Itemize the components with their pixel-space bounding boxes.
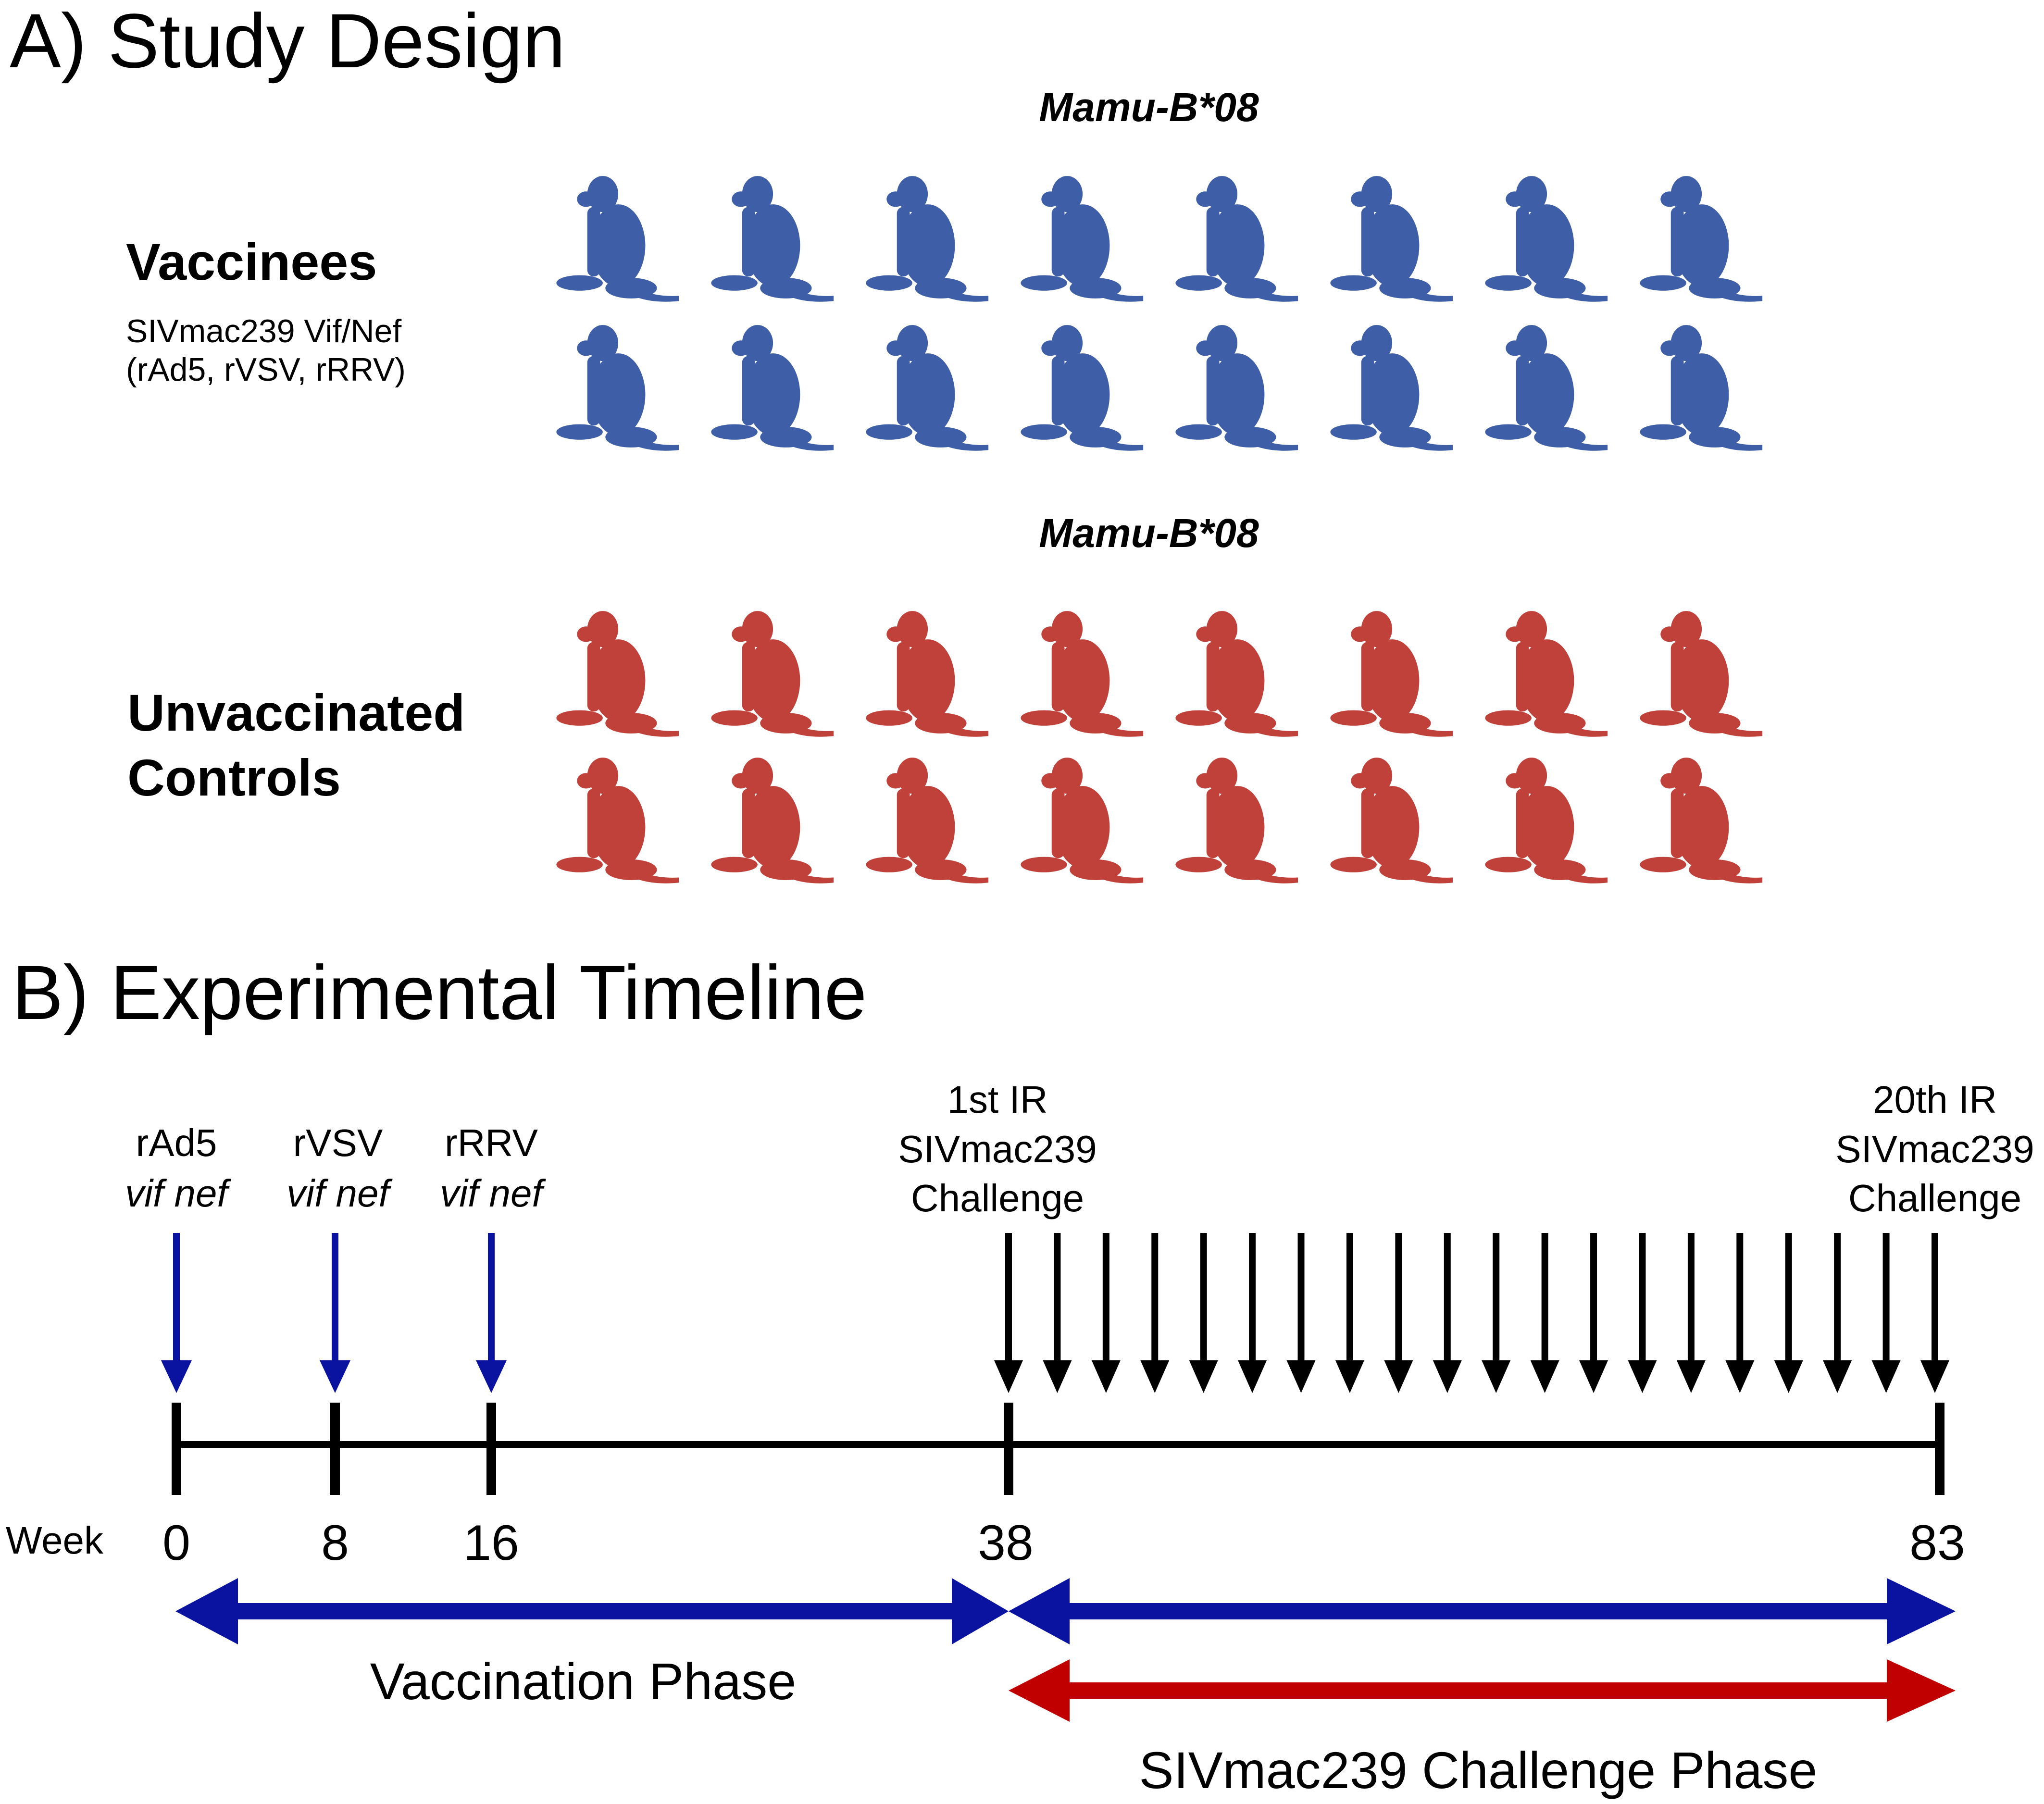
control-macaque-icon xyxy=(1640,611,1763,737)
vaccinees-title: Vaccinees xyxy=(126,233,377,291)
vaccinees-group: Mamu-B*08 Vaccinees SIVmac239 Vif/Nef (r… xyxy=(126,85,1763,451)
vaccinee-macaque-icon xyxy=(1485,176,1608,302)
vaccination-phase-label: Vaccination Phase xyxy=(370,1652,797,1710)
challenge-arrow-20 xyxy=(1920,1233,1949,1393)
control-macaque-icon xyxy=(1175,758,1298,883)
challenge-arrow-16 xyxy=(1725,1233,1755,1393)
last-challenge-line3: Challenge xyxy=(1848,1177,2021,1219)
vaccination-3-arrow xyxy=(476,1233,507,1393)
challenge-phase-red-arrow xyxy=(1009,1659,1956,1722)
challenge-arrow-18 xyxy=(1823,1233,1852,1393)
controls-allele-label: Mamu-B*08 xyxy=(1039,510,1259,556)
vaccinee-macaque-icon xyxy=(556,176,679,302)
vaccinee-macaque-icon xyxy=(866,176,989,302)
vaccinees-subtitle-line1: SIVmac239 Vif/Nef xyxy=(126,313,401,349)
control-macaque-icon xyxy=(711,758,834,883)
challenge-arrow-19 xyxy=(1871,1233,1901,1393)
challenge-phase-blue-arrow xyxy=(1009,1578,1956,1644)
first-challenge-line3: Challenge xyxy=(911,1177,1084,1219)
last-challenge-line1: 20th IR xyxy=(1873,1078,1997,1121)
vaccinee-macaque-icon xyxy=(1021,325,1144,451)
week-8-label: 8 xyxy=(321,1515,349,1571)
challenge-arrow-7 xyxy=(1286,1233,1316,1393)
challenge-arrow-1 xyxy=(994,1233,1023,1393)
control-macaque-icon xyxy=(866,611,989,737)
week-axis-label: Week xyxy=(6,1519,104,1562)
first-challenge-line1: 1st IR xyxy=(947,1078,1048,1121)
vaccination-3-genes: vif nef xyxy=(440,1172,546,1215)
control-macaque-icon xyxy=(1330,758,1453,883)
challenge-phase-label: SIVmac239 Challenge Phase xyxy=(1139,1741,1818,1799)
control-macaque-icon xyxy=(711,611,834,737)
vaccination-1-vector: rAd5 xyxy=(136,1121,217,1164)
challenge-arrow-3 xyxy=(1091,1233,1121,1393)
control-macaque-icon xyxy=(1175,611,1298,737)
challenge-arrows xyxy=(994,1233,1949,1393)
vaccinee-macaque-icon xyxy=(1330,176,1453,302)
vaccinees-subtitle-line2: (rAd5, rVSV, rRRV) xyxy=(126,351,406,388)
vaccinee-macaque-icon xyxy=(1640,325,1763,451)
vaccinee-macaque-icon xyxy=(1175,325,1298,451)
control-macaque-icon xyxy=(1640,758,1763,883)
control-macaque-icon xyxy=(1485,611,1608,737)
control-macaque-icon xyxy=(556,758,679,883)
controls-title-line1: Unvaccinated xyxy=(127,684,465,742)
challenge-arrow-10 xyxy=(1433,1233,1462,1393)
controls-group: Mamu-B*08 Unvaccinated Controls xyxy=(127,510,1763,883)
vaccinee-macaque-icon xyxy=(1175,176,1298,302)
vaccinee-macaque-icon xyxy=(1330,325,1453,451)
controls-title-line2: Controls xyxy=(127,748,341,807)
week-16-label: 16 xyxy=(463,1515,519,1571)
challenge-arrow-13 xyxy=(1579,1233,1608,1393)
control-macaque-icon xyxy=(1330,611,1453,737)
challenge-arrow-15 xyxy=(1676,1233,1706,1393)
vaccination-2-vector: rVSV xyxy=(293,1121,383,1164)
week-0-label: 0 xyxy=(162,1515,190,1571)
vaccinee-macaque-icon xyxy=(711,325,834,451)
last-challenge-line2: SIVmac239 xyxy=(1835,1128,2034,1170)
vaccinee-macaque-icon xyxy=(866,325,989,451)
challenge-arrow-2 xyxy=(1043,1233,1072,1393)
week-38-label: 38 xyxy=(978,1515,1034,1571)
panel-b-heading: B) Experimental Timeline xyxy=(12,949,867,1035)
control-macaque-icon xyxy=(1021,758,1144,883)
challenge-arrow-17 xyxy=(1774,1233,1803,1393)
vaccinee-macaque-icon xyxy=(556,325,679,451)
week-83-label: 83 xyxy=(1909,1515,1965,1571)
challenge-arrow-8 xyxy=(1335,1233,1364,1393)
vaccination-2-genes: vif nef xyxy=(287,1172,393,1215)
vaccinee-macaque-icon xyxy=(1021,176,1144,302)
vaccination-events: rAd5 vif nef rVSV vif nef rRRV vif nef xyxy=(125,1121,546,1393)
vaccinees-allele-label: Mamu-B*08 xyxy=(1039,85,1259,130)
control-macaque-icon xyxy=(1485,758,1608,883)
vaccinees-icon-grid xyxy=(556,176,1763,451)
control-macaque-icon xyxy=(556,611,679,737)
controls-icon-grid xyxy=(556,611,1763,883)
challenge-arrow-5 xyxy=(1189,1233,1218,1393)
challenge-arrow-12 xyxy=(1530,1233,1559,1393)
vaccination-1-genes: vif nef xyxy=(125,1172,231,1215)
challenge-arrow-4 xyxy=(1140,1233,1170,1393)
challenge-arrow-11 xyxy=(1482,1233,1511,1393)
challenge-arrow-9 xyxy=(1384,1233,1413,1393)
challenge-arrow-6 xyxy=(1238,1233,1267,1393)
vaccination-2-arrow xyxy=(320,1233,350,1393)
vaccination-3-vector: rRRV xyxy=(445,1121,538,1164)
timeline-axis xyxy=(172,1403,1944,1495)
challenge-arrow-14 xyxy=(1628,1233,1657,1393)
control-macaque-icon xyxy=(866,758,989,883)
vaccination-1-arrow xyxy=(161,1233,192,1393)
control-macaque-icon xyxy=(1021,611,1144,737)
vaccinee-macaque-icon xyxy=(1485,325,1608,451)
panel-a-heading: A) Study Design xyxy=(10,0,565,84)
vaccinee-macaque-icon xyxy=(1640,176,1763,302)
vaccination-phase-arrow xyxy=(175,1578,1009,1644)
vaccinee-macaque-icon xyxy=(711,176,834,302)
first-challenge-line2: SIVmac239 xyxy=(898,1128,1097,1170)
